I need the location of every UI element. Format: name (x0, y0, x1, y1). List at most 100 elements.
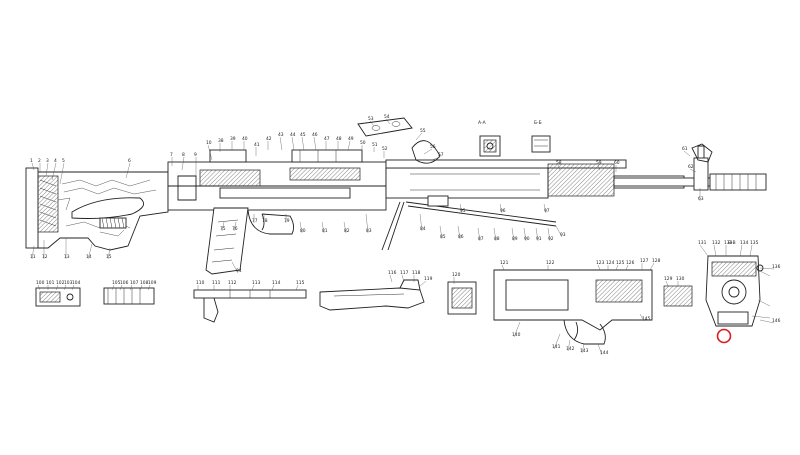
part-number: 84 (420, 226, 426, 232)
part-number: 104 (72, 280, 81, 286)
part-number: 109 (148, 280, 157, 286)
part-number: 94 (236, 268, 242, 274)
leader-line (415, 132, 423, 141)
part-number: 134 (740, 240, 749, 246)
leader-line (37, 284, 41, 291)
leader-line (71, 284, 75, 291)
part-number: 61 (682, 146, 688, 152)
leader-line (477, 227, 481, 242)
leader-line (615, 264, 619, 271)
leader-line (493, 227, 497, 242)
part-number: 112 (228, 280, 237, 286)
part-number: 130 (676, 276, 685, 282)
leader-line (567, 339, 571, 352)
part-number: 146 (772, 318, 781, 324)
leader-line (111, 284, 115, 291)
part-number: 76 (232, 226, 238, 232)
leader-line (501, 264, 505, 271)
section-bb-label: Б-Б (534, 120, 542, 126)
leader-line (295, 284, 299, 291)
part-number: 122 (546, 260, 555, 266)
leader-line (439, 225, 443, 240)
part-number: 82 (344, 228, 350, 234)
part-number: 107 (130, 280, 139, 286)
part-number: 42 (266, 136, 272, 142)
leader-line (547, 227, 551, 242)
part-number: 128 (652, 258, 661, 264)
gas-block (547, 163, 615, 197)
leader-line (499, 203, 503, 214)
part-number: 80 (300, 228, 306, 234)
part-number: 85 (440, 234, 446, 240)
part-number: 11 (30, 254, 36, 260)
detail-gas-piston (663, 285, 693, 307)
leader-line (683, 150, 691, 157)
part-number: 127 (640, 258, 649, 264)
part-number: 101 (46, 280, 55, 286)
leader-line (59, 162, 65, 185)
part-number: 46 (312, 132, 318, 138)
part-number: 91 (536, 236, 542, 242)
part-number: 44 (290, 132, 296, 138)
part-number: 92 (548, 236, 554, 242)
leader-line (553, 333, 561, 350)
part-number: 87 (478, 236, 484, 242)
part-number: 41 (254, 142, 260, 148)
leader-line (597, 164, 601, 171)
part-number: 43 (278, 132, 284, 138)
section-bb-view: Б-Б (531, 120, 551, 153)
leader-line (431, 156, 441, 161)
part-number: 3 (46, 158, 49, 164)
part-number: 62 (688, 164, 694, 170)
leader-line (511, 227, 515, 242)
leader-line (713, 244, 717, 257)
part-number: 39 (230, 136, 236, 142)
leader-line (649, 262, 655, 271)
part-number: 49 (348, 136, 354, 142)
leader-line (107, 247, 111, 260)
leader-line (347, 140, 351, 151)
leader-line (759, 267, 775, 270)
part-number: 116 (388, 270, 397, 276)
part-number: 115 (296, 280, 305, 286)
leader-line (279, 136, 283, 151)
part-number: 9 (194, 152, 197, 158)
pistol-grip (205, 207, 249, 275)
part-number: 144 (600, 350, 609, 356)
leader-line (231, 261, 239, 274)
part-number: 55 (420, 128, 426, 134)
part-number: 113 (252, 280, 261, 286)
part-number: 136 (772, 264, 781, 270)
leader-line (389, 274, 393, 283)
stock-thumbhole (71, 197, 145, 219)
part-number: 96 (500, 208, 506, 214)
part-number: 110 (196, 280, 205, 286)
part-number: 117 (400, 270, 409, 276)
part-number: 126 (626, 260, 635, 266)
part-number: 47 (324, 136, 330, 142)
part-number: 4 (54, 158, 57, 164)
leader-line (221, 221, 225, 232)
leader-line (87, 243, 93, 260)
detail-bolt-carrier (319, 279, 425, 311)
leader-line (147, 284, 151, 291)
leader-line (31, 162, 35, 171)
rifle-main-view: А-А Б-Б (25, 117, 767, 275)
leader-line (271, 284, 275, 291)
front-sight-base (693, 157, 709, 191)
leader-line (739, 244, 743, 257)
leader-line (597, 264, 601, 271)
part-number: 45 (300, 132, 306, 138)
part-number: 93 (560, 232, 566, 238)
leader-line (699, 244, 709, 257)
part-number: 52 (382, 146, 388, 152)
leader-line (419, 213, 423, 232)
rear-sight-detail (691, 143, 713, 163)
leader-line (55, 284, 59, 291)
trigger-guard (247, 209, 295, 235)
part-number: 38 (218, 138, 224, 144)
part-number: 141 (552, 344, 561, 350)
part-number: 125 (616, 260, 625, 266)
part-number: 1 (30, 158, 33, 164)
